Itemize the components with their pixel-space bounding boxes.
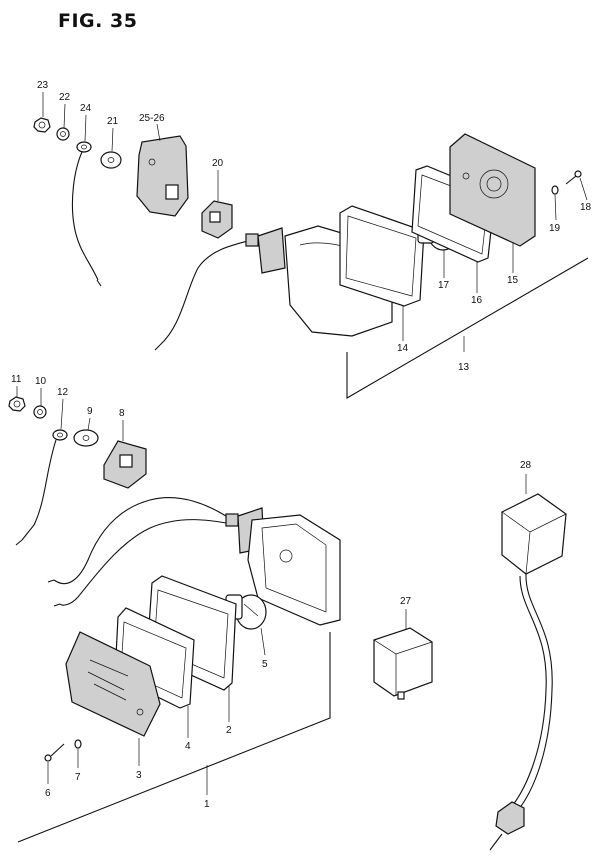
callout-10: 10	[35, 376, 47, 387]
callout-13: 13	[458, 362, 470, 373]
callout-22: 22	[59, 92, 71, 103]
callout-15: 15	[507, 275, 519, 286]
callout-4: 4	[185, 741, 191, 752]
ground-wire-12	[15, 429, 68, 546]
relay-27	[373, 627, 433, 700]
bracket-13	[346, 257, 589, 399]
callout-25-26: 25-26	[139, 113, 165, 124]
callout-21: 21	[107, 116, 119, 127]
callout-27: 27	[400, 596, 412, 607]
washer-7	[74, 739, 82, 749]
bracket-1	[17, 632, 331, 843]
callout-labels: 23 22 24 21 25-26 20 19 18 17 16 15 14 1…	[11, 80, 592, 810]
callout-17: 17	[438, 280, 450, 291]
nut-11	[8, 396, 26, 412]
flasher-28	[489, 493, 567, 851]
washer-21	[100, 151, 122, 169]
washer-10	[33, 405, 47, 419]
callout-18: 18	[580, 202, 592, 213]
callout-12: 12	[57, 387, 69, 398]
bracket-25-26	[136, 135, 189, 217]
nut-23	[33, 117, 51, 133]
callout-2: 2	[226, 725, 232, 736]
screw-6	[44, 743, 65, 762]
callout-1: 1	[204, 799, 210, 810]
callout-20: 20	[212, 158, 224, 169]
turn-signal-housing-lower	[47, 497, 341, 626]
lens-3	[65, 631, 161, 737]
callout-16: 16	[471, 295, 483, 306]
callout-11: 11	[11, 374, 22, 385]
callout-28: 28	[520, 460, 532, 471]
lens-15	[449, 133, 536, 247]
grommet-8	[103, 440, 147, 489]
callout-19: 19	[549, 223, 561, 234]
callout-7: 7	[75, 772, 81, 783]
washer-9	[73, 429, 99, 447]
washer-22	[56, 127, 70, 141]
washer-19	[551, 185, 559, 195]
gasket-14	[339, 205, 425, 307]
callout-6: 6	[45, 788, 51, 799]
callout-23: 23	[37, 80, 49, 91]
callout-5: 5	[262, 659, 268, 670]
grommet-20	[201, 200, 233, 239]
callout-3: 3	[136, 770, 142, 781]
ground-wire-24	[71, 141, 102, 287]
screw-18	[565, 170, 582, 185]
figure-title: FIG. 35	[58, 10, 138, 32]
callout-8: 8	[119, 408, 125, 419]
callout-14: 14	[397, 343, 409, 354]
callout-24: 24	[80, 103, 92, 114]
leader-lines	[16, 92, 588, 795]
callout-9: 9	[87, 406, 93, 417]
